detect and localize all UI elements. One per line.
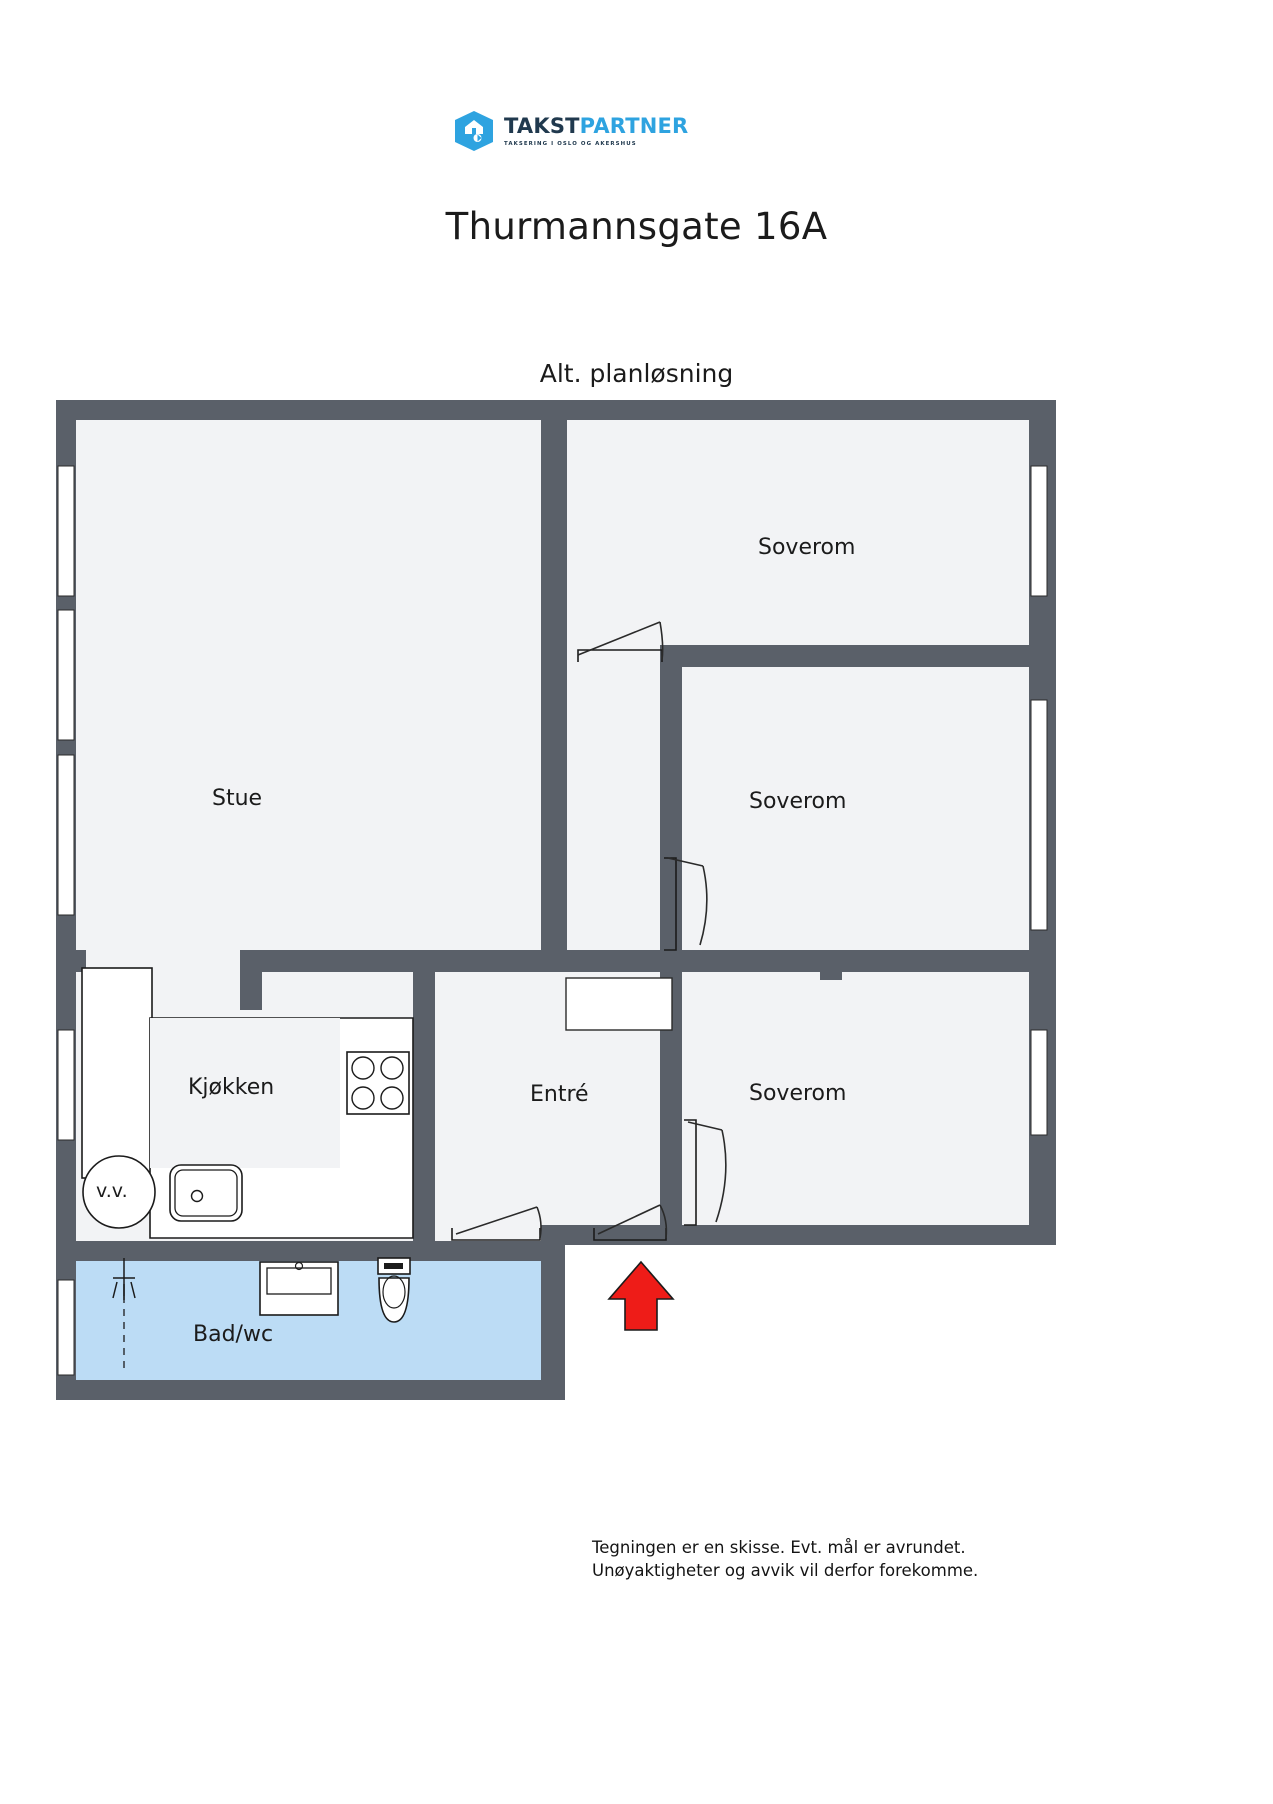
kitchen-tall-cabinet xyxy=(81,967,153,1179)
entrance-arrow-icon xyxy=(607,1260,675,1331)
water-heater-icon xyxy=(82,1155,156,1229)
room-label-badwc: Bad/wc xyxy=(193,1322,274,1347)
disclaimer-line-1: Tegningen er en skisse. Evt. mål er avru… xyxy=(592,1538,966,1557)
room-label-kjokken: Kjøkken xyxy=(188,1075,275,1100)
fixture-label-water-heater: v.v. xyxy=(96,1180,128,1202)
takstpartner-logo: TAKSTPARTNER TAKSERING I OSLO OG AKERSHU… xyxy=(452,108,688,154)
document-header: TAKSTPARTNER TAKSERING I OSLO OG AKERSHU… xyxy=(0,0,1273,400)
logo-word-takst: TAKST xyxy=(504,113,580,138)
disclaimer-note: Tegningen er en skisse. Evt. mål er avru… xyxy=(592,1536,1042,1583)
room-label-soverom-3: Soverom xyxy=(749,1081,847,1106)
kitchen-fixtures xyxy=(81,967,414,1239)
logo-tagline: TAKSERING I OSLO OG AKERSHUS xyxy=(504,140,637,147)
room-label-soverom-2: Soverom xyxy=(749,789,847,814)
windows xyxy=(57,465,1048,1376)
room-label-soverom-1: Soverom xyxy=(758,535,856,560)
plan-subtitle: Alt. planløsning xyxy=(539,359,734,388)
shower-icon xyxy=(112,1258,136,1300)
room-label-entre: Entré xyxy=(530,1082,589,1107)
stove-icon xyxy=(346,1051,410,1115)
page-title: Thurmannsgate 16A xyxy=(445,205,828,248)
room-label-stue: Stue xyxy=(212,786,263,811)
logo-wordmark: TAKSTPARTNER TAKSERING I OSLO OG AKERSHU… xyxy=(504,109,688,153)
house-logo-icon xyxy=(452,109,496,153)
bathroom-fixtures xyxy=(112,1257,411,1370)
doors xyxy=(451,621,727,1241)
logo-word-partner: PARTNER xyxy=(579,113,689,138)
disclaimer-line-2: Unøyaktigheter og avvik vil derfor forek… xyxy=(592,1561,979,1581)
toilet-icon xyxy=(377,1257,411,1323)
logo-word-row: TAKSTPARTNER xyxy=(504,113,689,138)
